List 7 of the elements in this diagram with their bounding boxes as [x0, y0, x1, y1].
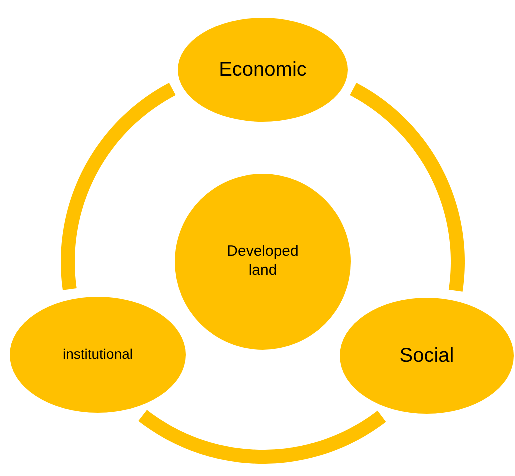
node-label: Economic — [219, 58, 307, 82]
ring-arc — [349, 83, 465, 295]
ring-arc — [61, 83, 177, 294]
node-label: Social — [400, 344, 454, 368]
node-label: Developed land — [226, 243, 300, 281]
ring-arc — [138, 410, 386, 464]
node-label: institutional — [62, 346, 134, 364]
